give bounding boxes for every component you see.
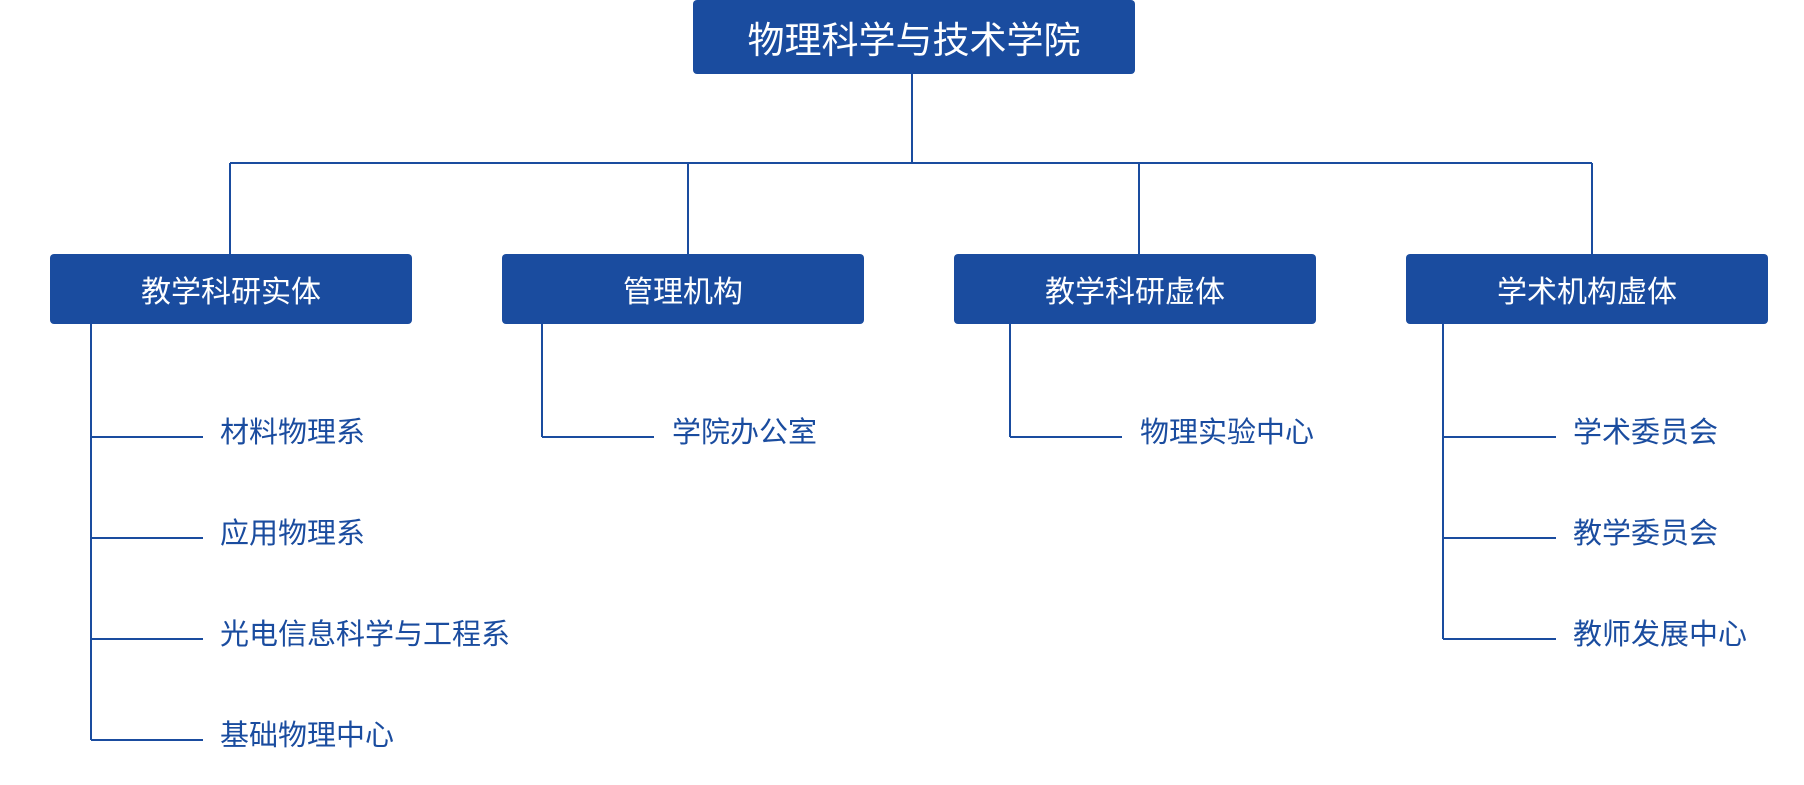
category-label: 教学科研虚体 bbox=[1045, 275, 1225, 310]
root-node: 物理科学与技术学院 bbox=[693, 0, 1135, 74]
leaf-node: 教师发展中心 bbox=[1573, 617, 1748, 651]
leaf-node: 学术委员会 bbox=[1573, 415, 1719, 449]
category-node-management: 管理机构 bbox=[502, 254, 864, 324]
category-node-teaching-research-entity: 教学科研实体 bbox=[50, 254, 412, 324]
leaf-node: 应用物理系 bbox=[220, 516, 366, 550]
category-label: 管理机构 bbox=[623, 275, 743, 310]
root-node-label: 物理科学与技术学院 bbox=[747, 19, 1081, 62]
leaf-node: 基础物理中心 bbox=[220, 718, 395, 752]
leaf-node: 学院办公室 bbox=[672, 415, 818, 449]
leaf-node: 材料物理系 bbox=[220, 415, 366, 449]
category-label: 教学科研实体 bbox=[141, 275, 321, 310]
leaf-node: 物理实验中心 bbox=[1140, 415, 1315, 449]
category-label: 学术机构虚体 bbox=[1497, 275, 1677, 310]
category-node-academic-virtual: 学术机构虚体 bbox=[1406, 254, 1768, 324]
leaf-node: 光电信息科学与工程系 bbox=[220, 617, 511, 651]
leaf-node: 教学委员会 bbox=[1573, 516, 1719, 550]
category-node-teaching-research-virtual: 教学科研虚体 bbox=[954, 254, 1316, 324]
